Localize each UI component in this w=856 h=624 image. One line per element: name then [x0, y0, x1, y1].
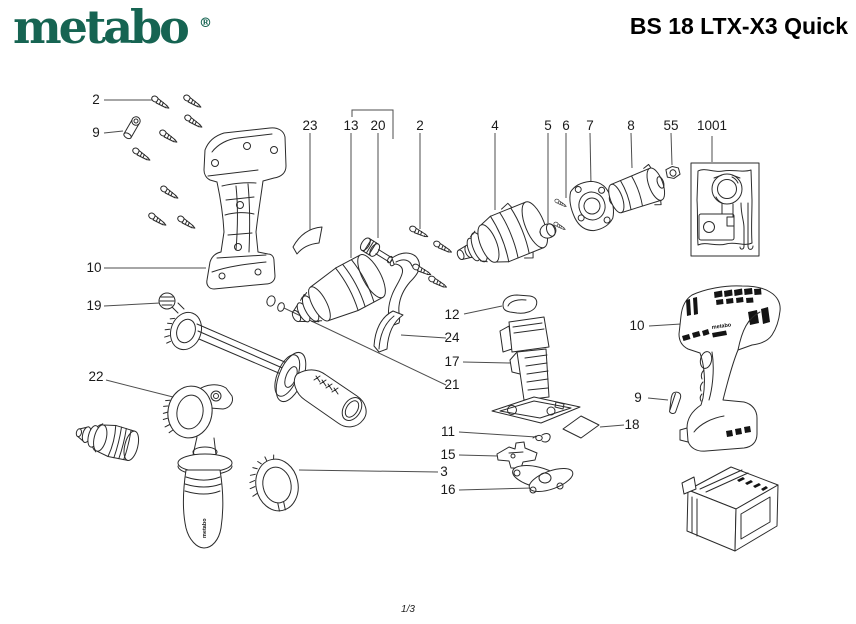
part-side-handle-rod — [158, 292, 367, 428]
part-electronics-box — [690, 162, 760, 257]
part-nut-55 — [665, 165, 681, 179]
part-bearing-flange — [569, 180, 614, 232]
callout-6[interactable]: 6 — [562, 118, 570, 133]
callout-2-top[interactable]: 2 — [416, 118, 424, 133]
callout-23[interactable]: 23 — [302, 118, 317, 133]
page-indicator: 1/3 — [401, 604, 415, 615]
callout-19[interactable]: 19 — [86, 298, 101, 313]
part-cross-bracket — [512, 465, 574, 494]
callout-5[interactable]: 5 — [544, 118, 552, 133]
callout-24[interactable]: 24 — [444, 330, 460, 345]
part-housing-left — [203, 127, 287, 290]
callout-15[interactable]: 15 — [440, 447, 455, 462]
callout-9-left[interactable]: 9 — [92, 125, 100, 140]
callout-8[interactable]: 8 — [627, 118, 635, 133]
callout-13[interactable]: 13 — [343, 118, 358, 133]
part-gearbox — [456, 201, 549, 263]
part-switch-module — [491, 316, 581, 424]
part-o-rings — [266, 295, 285, 312]
part-pin-right — [669, 391, 682, 414]
part-housing-right: metabo — [678, 285, 781, 452]
callout-7[interactable]: 7 — [586, 118, 594, 133]
callout-1001[interactable]: 1001 — [697, 118, 727, 133]
registered-trademark-icon: ® — [199, 16, 212, 31]
metabo-logo: metabo — [13, 0, 190, 54]
part-chuck — [291, 254, 386, 323]
callout-2-left[interactable]: 2 — [92, 92, 100, 107]
part-knob-belt-hook — [359, 237, 420, 327]
part-curved-shim — [373, 310, 404, 353]
part-small-screws — [552, 198, 568, 231]
leader-lines — [103, 99, 713, 491]
page-title: BS 18 LTX-X3 Quick — [629, 13, 848, 39]
part-chuck-alt — [75, 423, 140, 461]
part-clip — [532, 433, 551, 443]
callout-4[interactable]: 4 — [491, 118, 499, 133]
part-bracket — [496, 441, 538, 469]
part-clamp-ring — [249, 454, 299, 512]
grip-brand-text: metabo — [202, 518, 208, 538]
callout-10-left[interactable]: 10 — [86, 260, 101, 275]
callout-3[interactable]: 3 — [440, 464, 448, 479]
callout-21[interactable]: 21 — [444, 377, 459, 392]
callout-11[interactable]: 11 — [441, 424, 455, 439]
part-pin-left — [123, 116, 141, 140]
callout-18[interactable]: 18 — [624, 417, 639, 432]
callout-55[interactable]: 55 — [663, 118, 678, 133]
callout-9-right[interactable]: 9 — [634, 390, 642, 405]
part-motor — [608, 163, 666, 214]
part-button-cap — [502, 294, 538, 314]
part-battery-pack — [681, 466, 779, 552]
callout-20[interactable]: 20 — [370, 118, 385, 133]
housing-brand-text: metabo — [711, 322, 732, 331]
part-side-handle-clamp: metabo — [162, 384, 233, 549]
callout-labels: 2 9 10 19 22 23 13 20 2 4 5 6 7 8 55 100… — [86, 92, 727, 497]
callout-22[interactable]: 22 — [88, 369, 103, 384]
part-screws-left — [131, 93, 205, 230]
part-sticker-23 — [292, 226, 323, 255]
callout-10-right[interactable]: 10 — [629, 318, 644, 333]
callout-17[interactable]: 17 — [444, 354, 459, 369]
part-rhombus-sticker — [562, 415, 600, 439]
part-cap-5 — [539, 223, 557, 239]
callout-16[interactable]: 16 — [440, 482, 455, 497]
callout-12[interactable]: 12 — [444, 307, 459, 322]
